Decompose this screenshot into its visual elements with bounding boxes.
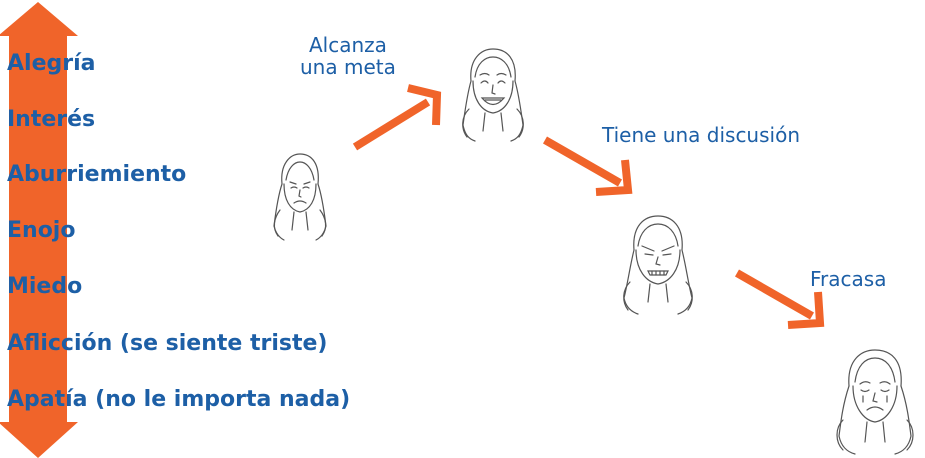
arrow-down-to-argument xyxy=(543,136,633,196)
emotion-label-sadness: Aflicción (se siente triste) xyxy=(7,331,328,356)
scale-arrowhead-down xyxy=(0,422,78,458)
emotion-label-boredom: Aburriemiento xyxy=(7,162,187,187)
sad-girl-face xyxy=(273,153,327,241)
angry-girl-face xyxy=(623,215,693,315)
emotion-label-apathy: Apatía (no le importa nada) xyxy=(7,387,351,412)
arrow-down-to-failure xyxy=(735,269,825,329)
event-label-goal: Alcanza una meta xyxy=(300,34,396,78)
event-label-failure: Fracasa xyxy=(810,267,887,291)
arrow-up-to-goal xyxy=(352,84,442,151)
emotion-label-interest: Interés xyxy=(7,107,96,132)
event-label-goal-line2: una meta xyxy=(300,55,396,79)
distressed-girl-face xyxy=(836,349,914,455)
scale-arrowhead-up xyxy=(0,2,78,36)
happy-girl-face xyxy=(462,48,524,142)
emotion-label-joy: Alegría xyxy=(7,51,96,76)
emotion-label-fear: Miedo xyxy=(7,274,83,299)
event-label-goal-line1: Alcanza xyxy=(308,33,387,57)
emotion-label-anger: Enojo xyxy=(7,218,76,243)
event-label-argument: Tiene una discusión xyxy=(602,123,800,147)
scale-bar xyxy=(9,30,67,428)
